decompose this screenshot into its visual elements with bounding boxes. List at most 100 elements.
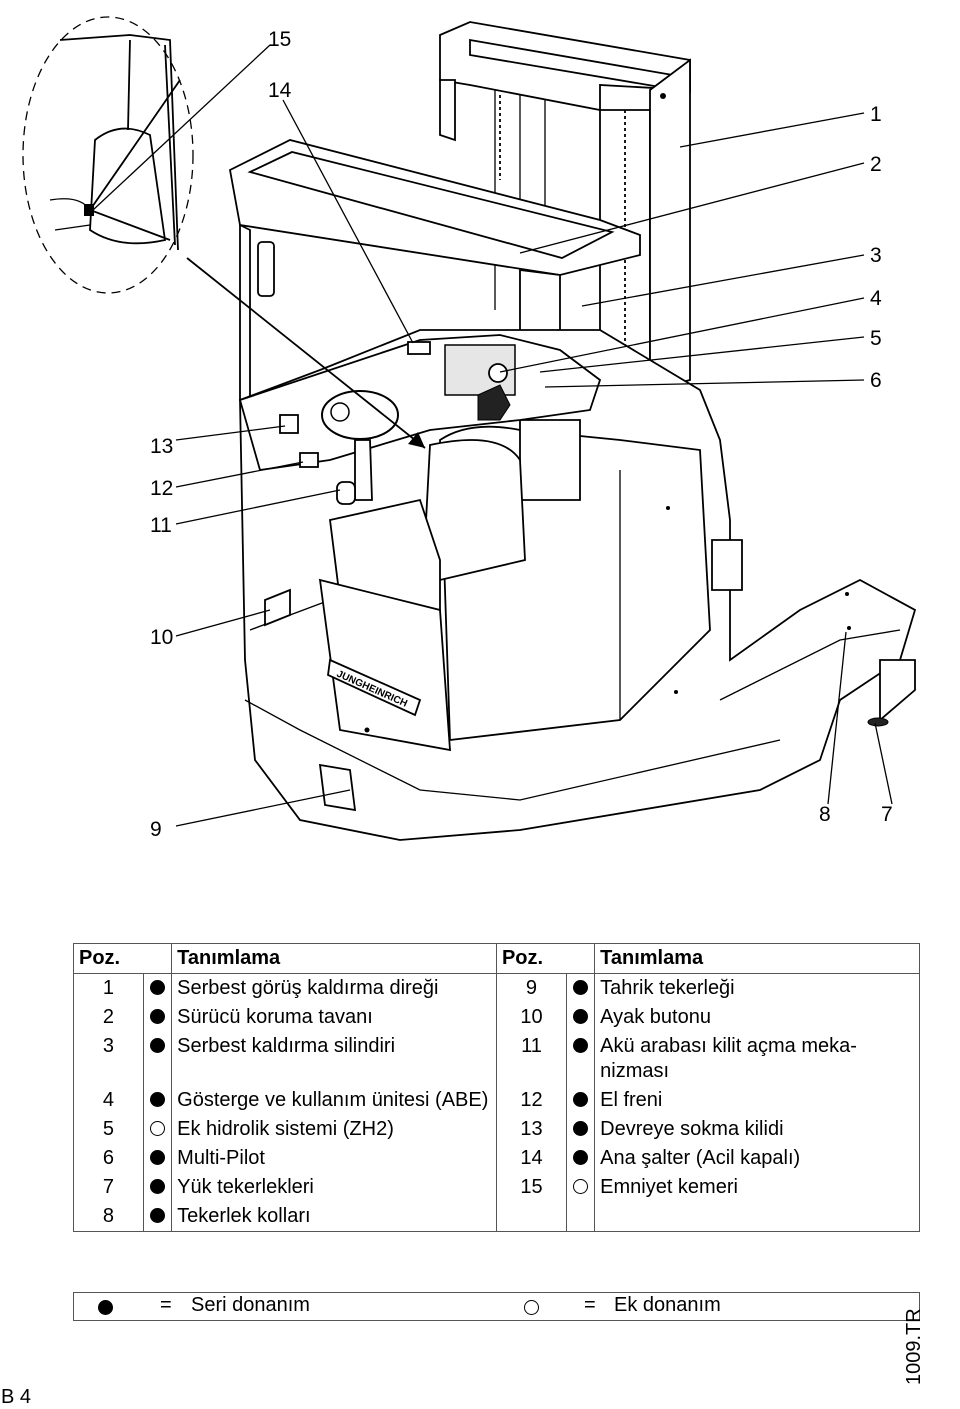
- header-desc-a: Tanımlama: [171, 943, 497, 974]
- optional-equals: =: [584, 1294, 596, 1316]
- equipment-type: [565, 1144, 596, 1173]
- part-description: Tahrik tekerleği: [594, 973, 920, 1003]
- callout-2: 2: [870, 153, 882, 176]
- table-row: 8 Tekerlek kolları: [73, 1202, 920, 1232]
- seat: JUNGHEINRICH: [318, 439, 526, 752]
- position-number: 15: [495, 1173, 567, 1202]
- part-description: [594, 1202, 920, 1232]
- equipment-type: [565, 1115, 596, 1144]
- part-description: Yük tekerlekleri: [171, 1173, 497, 1202]
- position-number: 4: [73, 1086, 144, 1115]
- standard-equipment-icon: [98, 1297, 113, 1320]
- truck-illustration: JUNGHEINRICH 1 2 3 4 5 6: [22, 16, 917, 841]
- callout-10: 10: [150, 626, 173, 649]
- equipment-type: [565, 1003, 596, 1032]
- leader-lines: [92, 44, 893, 827]
- standard-equipment-icon: [150, 980, 166, 995]
- part-description: Emniyet kemeri: [594, 1173, 920, 1202]
- optional-equipment-icon: [524, 1297, 539, 1320]
- callout-3: 3: [870, 244, 882, 267]
- standard-equipment-icon: [150, 1208, 166, 1223]
- equipment-type: [142, 1086, 173, 1115]
- page-number: B 4: [1, 1386, 32, 1408]
- callout-6: 6: [870, 369, 882, 392]
- position-number: 10: [495, 1003, 567, 1032]
- callout-15: 15: [268, 28, 291, 51]
- callout-12: 12: [150, 477, 173, 500]
- standard-equipment-icon: [150, 1092, 166, 1107]
- position-number: 1: [73, 973, 144, 1003]
- document-id: 1009.TR: [903, 1308, 925, 1385]
- standard-equipment-icon: [573, 1121, 589, 1136]
- callout-5: 5: [870, 327, 882, 350]
- part-description: Sürücü koruma tavanı: [171, 1003, 497, 1032]
- callout-4: 4: [870, 287, 882, 310]
- position-number: 12: [495, 1086, 567, 1115]
- standard-equipment-icon: [573, 1009, 589, 1024]
- callout-8: 8: [819, 803, 831, 826]
- position-number: 8: [73, 1202, 144, 1232]
- equipment-type: [565, 1173, 596, 1202]
- header-pos-a: Poz.: [72, 943, 173, 974]
- seat-belt-detail-inset: [22, 16, 194, 294]
- dashboard: [238, 334, 602, 505]
- equipment-type: [565, 1202, 596, 1232]
- equipment-type: [565, 973, 596, 1003]
- equipment-type: [142, 1202, 173, 1232]
- table-row: 4 Gösterge ve kullanım ünitesi (ABE)12 El …: [73, 1086, 920, 1115]
- position-number: 5: [73, 1115, 144, 1144]
- equipment-type: [142, 1032, 173, 1086]
- position-number: 9: [495, 973, 567, 1003]
- standard-equipment-icon: [573, 1092, 589, 1107]
- equipment-type: [565, 1086, 596, 1115]
- part-description: Ek hidrolik sistemi (ZH2): [171, 1115, 497, 1144]
- part-description: Gösterge ve kullanım ünitesi (ABE): [171, 1086, 497, 1115]
- callout-11: 11: [150, 514, 172, 537]
- part-description: Akü arabası kilit açma meka-nizması: [594, 1032, 920, 1086]
- header-pos-b: Poz.: [495, 943, 596, 974]
- position-number: 3: [73, 1032, 144, 1086]
- position-number: 13: [495, 1115, 567, 1144]
- part-description: Ayak butonu: [594, 1003, 920, 1032]
- callout-7: 7: [881, 803, 893, 826]
- equipment-type: [142, 1003, 173, 1032]
- drive-wheel-area: [264, 539, 916, 812]
- standard-equipment-icon: [150, 1179, 166, 1194]
- position-number: 2: [73, 1003, 144, 1032]
- callout-1: 1: [870, 103, 882, 126]
- callout-labels: 1 2 3 4 5 6 7 8 9 10 11 12 13 14 15: [150, 28, 893, 841]
- callout-9: 9: [150, 818, 162, 841]
- standard-equipment-icon: [573, 980, 589, 995]
- part-description: Tekerlek kolları: [171, 1202, 497, 1232]
- standard-equipment-icon: [150, 1038, 166, 1053]
- optional-equipment-icon: [573, 1179, 589, 1194]
- position-number: 14: [495, 1144, 567, 1173]
- equipment-type: [142, 1173, 173, 1202]
- part-description: El freni: [594, 1086, 920, 1115]
- equipment-type: [142, 1115, 173, 1144]
- equipment-legend: = Seri donanım = Ek donanım: [73, 1292, 920, 1321]
- standard-equipment-icon: [150, 1009, 166, 1024]
- table-header-row: Poz. Tanımlama Poz. Tanımlama: [72, 943, 920, 974]
- equipment-type: [142, 973, 173, 1003]
- part-description: Ana şalter (Acil kapalı): [594, 1144, 920, 1173]
- position-number: 11: [495, 1032, 567, 1086]
- standard-equals: =: [160, 1294, 172, 1316]
- equipment-type: [142, 1144, 173, 1173]
- part-description: Multi-Pilot: [171, 1144, 497, 1173]
- equipment-type: [565, 1032, 596, 1086]
- standard-equipment-icon: [573, 1038, 589, 1053]
- standard-equipment-icon: [573, 1150, 589, 1165]
- standard-equipment-label: Seri donanım: [191, 1294, 310, 1316]
- header-desc-b: Tanımlama: [594, 943, 920, 974]
- part-description: Serbest kaldırma silindiri: [171, 1032, 497, 1086]
- position-number: [495, 1202, 567, 1232]
- callout-13: 13: [150, 435, 173, 458]
